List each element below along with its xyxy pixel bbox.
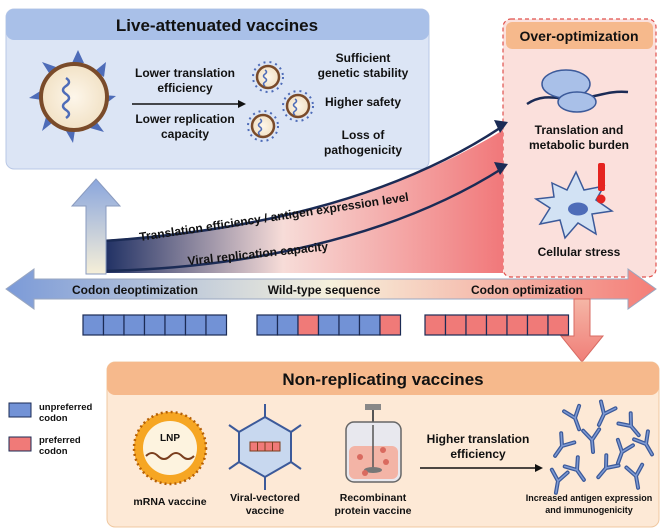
exclamation-icon xyxy=(596,163,606,204)
antibody-icon xyxy=(596,453,621,480)
codon-unpreferred xyxy=(184,314,207,336)
codon-preferred xyxy=(547,314,570,336)
mechanism-line-4: capacity xyxy=(161,127,209,141)
arrow-icon xyxy=(535,464,543,472)
outcome-stability-2: genetic stability xyxy=(318,66,409,80)
antibody-icon xyxy=(596,399,618,427)
recombinant-label-2: protein vaccine xyxy=(334,505,411,517)
codon-strips xyxy=(82,314,570,336)
codon-unpreferred xyxy=(205,314,228,336)
codon-preferred xyxy=(526,314,549,336)
burden-line-2: metabolic burden xyxy=(529,138,629,152)
small-virus-icon xyxy=(252,61,284,93)
outcome-safety: Higher safety xyxy=(325,95,401,109)
codon-unpreferred xyxy=(256,314,279,336)
viral-vectored-label-1: Viral-vectored xyxy=(230,492,300,504)
codon-preferred xyxy=(465,314,488,336)
down-arrow xyxy=(559,298,605,363)
live-attenuated-title: Live-attenuated vaccines xyxy=(116,16,318,35)
mechanism-line-2: efficiency xyxy=(157,81,213,95)
stressed-cell-icon xyxy=(533,170,614,240)
antibody-icon xyxy=(562,455,586,482)
codon-unpreferred xyxy=(82,314,105,336)
codon-axis: Codon deoptimization Wild-type sequence … xyxy=(5,268,657,310)
codon-unpreferred xyxy=(276,314,299,336)
outcome-pathogenicity-2: pathogenicity xyxy=(324,143,402,157)
virus-icon xyxy=(29,50,116,143)
antibody-icon xyxy=(624,462,645,490)
codon-unpreferred xyxy=(143,314,166,336)
antibody-icon xyxy=(549,467,570,495)
viral-vectored-label-2: vaccine xyxy=(246,505,285,517)
arrow-icon xyxy=(494,162,508,175)
legend-unpreferred-1: unpreferred xyxy=(39,402,93,413)
antibody-icon xyxy=(616,411,641,438)
mechanism-line-3: Lower replication xyxy=(135,112,234,126)
codon-preferred xyxy=(424,314,447,336)
arrow-icon xyxy=(494,120,508,133)
non-replicating-panel: Non-replicating vaccines LNP mRNA vaccin… xyxy=(106,361,660,528)
cellular-stress-label: Cellular stress xyxy=(538,245,621,259)
outcome-pathogenicity-1: Loss of xyxy=(342,128,386,142)
axis-label-optimization: Codon optimization xyxy=(471,283,583,297)
result-label-1: Increased antigen expression xyxy=(526,493,653,503)
codon-legend: unpreferred codon preferred codon xyxy=(8,402,93,457)
recombinant-label-1: Recombinant xyxy=(340,492,407,504)
non-replicating-title: Non-replicating vaccines xyxy=(282,370,483,389)
up-arrow xyxy=(70,178,122,275)
mechanism-line-1: Lower translation xyxy=(135,66,235,80)
over-optimization-title: Over-optimization xyxy=(519,28,638,44)
codon-unpreferred xyxy=(123,314,146,336)
over-optimization-content: Over-optimization Translation and metabo… xyxy=(506,22,653,259)
antibody-icon xyxy=(562,403,582,432)
legend-unpreferred-2: codon xyxy=(39,413,68,424)
codon-unpreferred xyxy=(102,314,125,336)
result-label-2: and immunogenicity xyxy=(545,505,633,515)
codon-preferred xyxy=(485,314,508,336)
codon-unpreferred xyxy=(338,314,361,336)
legend-preferred-1: preferred xyxy=(39,435,81,446)
lnp-icon: LNP xyxy=(132,410,208,486)
antibody-icon xyxy=(615,437,635,466)
legend-swatch-preferred xyxy=(8,436,32,452)
mrna-vaccine-label: mRNA vaccine xyxy=(133,496,206,508)
legend-preferred-2: codon xyxy=(39,446,68,457)
higher-translation-1: Higher translation xyxy=(427,432,530,446)
viral-vector-icon xyxy=(228,404,302,490)
lnp-label: LNP xyxy=(160,433,180,444)
legend-swatch-unpreferred xyxy=(8,402,32,418)
codon-preferred xyxy=(506,314,529,336)
higher-translation-2: efficiency xyxy=(450,447,506,461)
antibody-icon xyxy=(632,429,654,457)
small-virus-icon xyxy=(247,110,279,142)
antibody-icon xyxy=(553,431,577,458)
axis-label-wild-type: Wild-type sequence xyxy=(268,283,381,297)
codon-preferred xyxy=(297,314,320,336)
codon-preferred xyxy=(379,314,402,336)
live-attenuated-panel: Live-attenuated vaccines Lower translati… xyxy=(5,8,430,170)
codon-unpreferred xyxy=(358,314,381,336)
burden-line-1: Translation and xyxy=(535,123,624,137)
antibody-cluster-icon xyxy=(549,399,654,495)
small-virus-icon xyxy=(282,90,314,122)
codon-unpreferred xyxy=(317,314,340,336)
codon-unpreferred xyxy=(164,314,187,336)
axis-label-deoptimization: Codon deoptimization xyxy=(72,283,198,297)
antibody-icon xyxy=(581,427,602,454)
outcome-stability-1: Sufficient xyxy=(336,51,391,65)
bioreactor-icon xyxy=(345,404,402,483)
arrow-icon xyxy=(238,100,246,108)
codon-preferred xyxy=(444,314,467,336)
ribosome-icon xyxy=(526,69,629,113)
